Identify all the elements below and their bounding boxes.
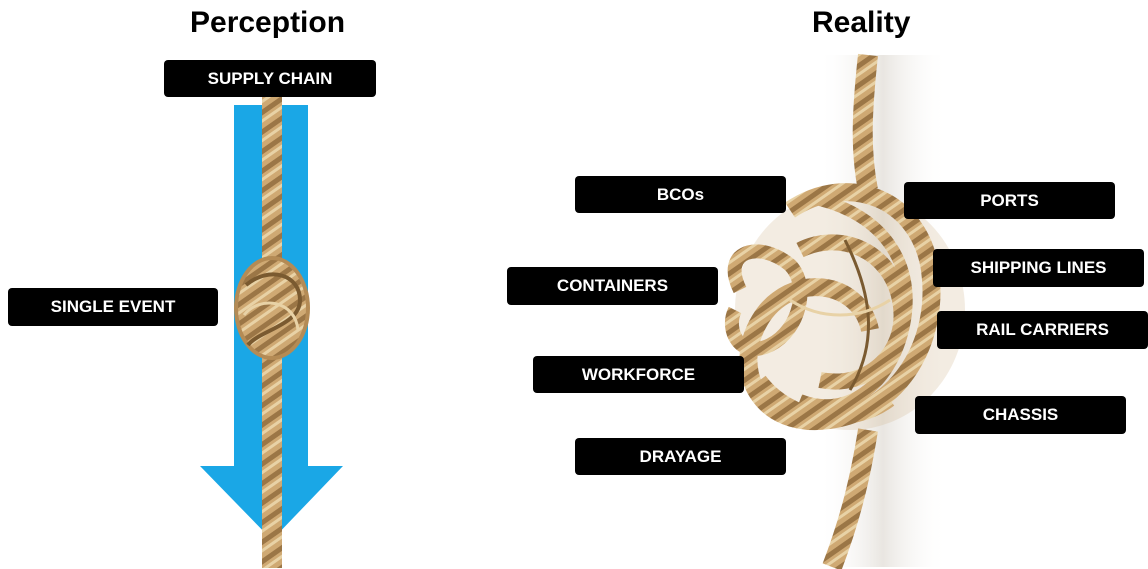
tangled-knot <box>724 183 965 431</box>
single-knot <box>234 256 310 360</box>
label-ports: PORTS <box>904 182 1115 219</box>
label-single-event: SINGLE EVENT <box>8 288 218 326</box>
reality-rope <box>724 53 965 569</box>
label-rail-carriers: RAIL CARRIERS <box>937 311 1148 349</box>
label-supply-chain: SUPPLY CHAIN <box>164 60 376 97</box>
reality-heading: Reality <box>812 6 911 39</box>
label-containers: CONTAINERS <box>507 267 718 305</box>
perception-heading: Perception <box>190 6 346 39</box>
label-bcos: BCOs <box>575 176 786 213</box>
label-shipping-lines: SHIPPING LINES <box>933 249 1144 287</box>
label-workforce: WORKFORCE <box>533 356 744 393</box>
label-drayage: DRAYAGE <box>575 438 786 475</box>
perception-rope <box>234 88 310 568</box>
label-chassis: CHASSIS <box>915 396 1126 434</box>
